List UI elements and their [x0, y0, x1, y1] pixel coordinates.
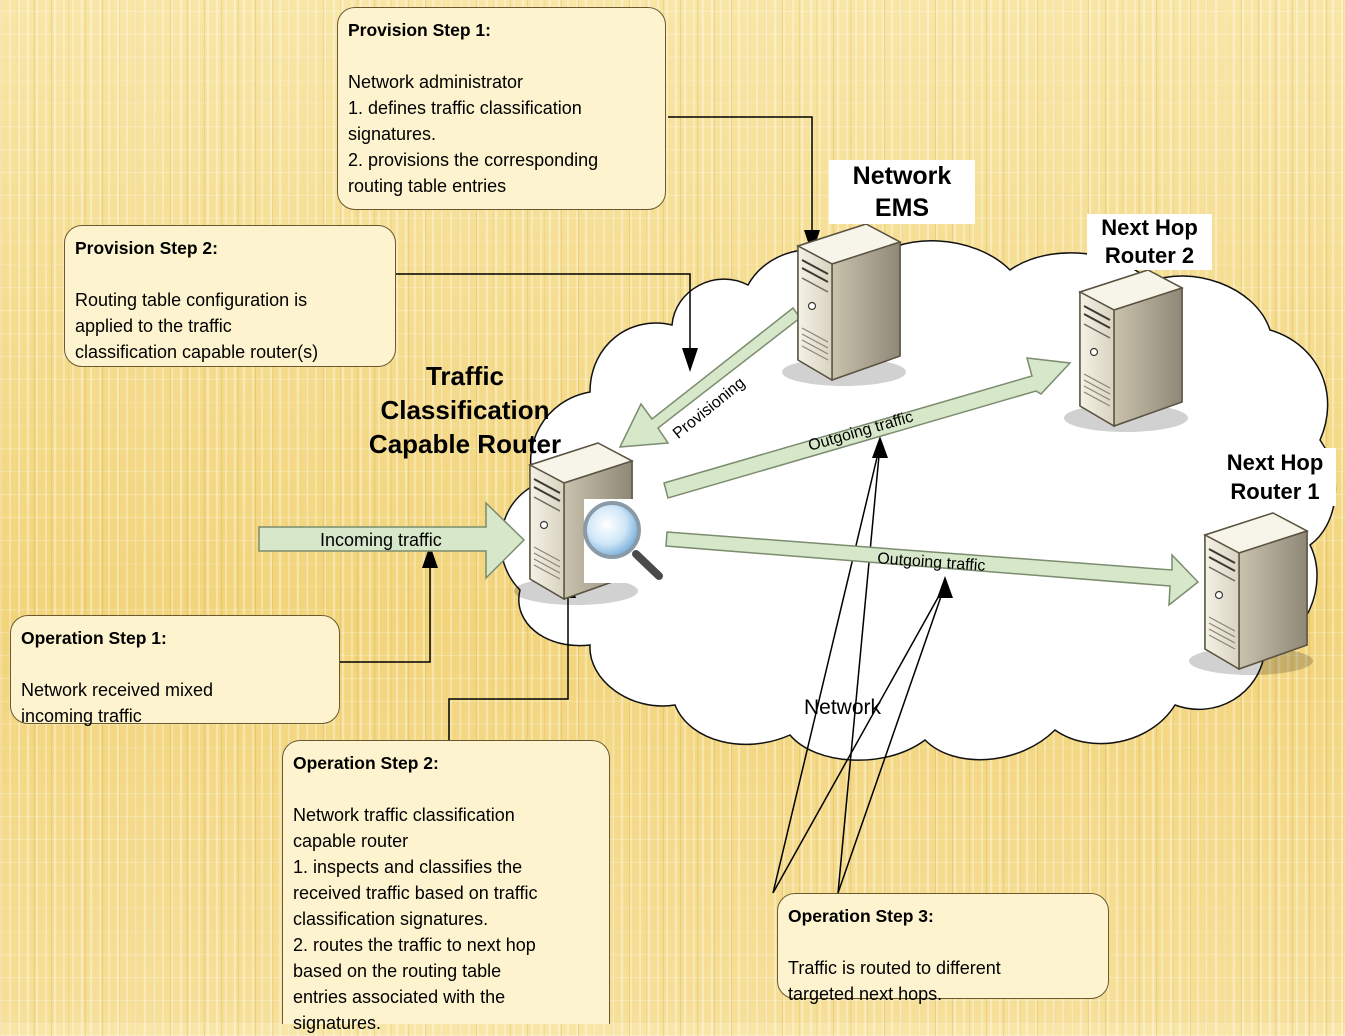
incoming-traffic-arrow — [258, 501, 526, 580]
connector-provision2 — [396, 273, 691, 360]
connector-provision1 — [668, 116, 813, 242]
incoming-traffic-label: Incoming traffic — [320, 530, 442, 550]
outgoing-top-arrow — [663, 357, 1072, 499]
connector-operation3-a — [772, 444, 881, 894]
next-hop-router-1-server-icon — [1188, 512, 1314, 676]
connector-operation2 — [448, 585, 569, 740]
callout-provision-step-2: Provision Step 2: Routing table configur… — [64, 225, 396, 367]
next-hop-router-2-label: Next Hop Router 2 — [1087, 214, 1212, 270]
callout-provision-step-1: Provision Step 1: Network administrator … — [337, 7, 666, 210]
next-hop-router-1-label: Next Hop Router 1 — [1214, 448, 1336, 506]
provisioning-arrow — [618, 306, 802, 448]
traffic-arrows — [258, 306, 1200, 607]
callout-operation-step-1: Operation Step 1: Network received mixed… — [10, 615, 340, 726]
callout-title: Operation Step 1: — [21, 628, 167, 648]
callout-title: Provision Step 2: — [75, 238, 218, 258]
network-label: Network — [804, 696, 882, 719]
callout-title: Provision Step 1: — [348, 20, 491, 40]
connector-operation3-d — [837, 584, 946, 894]
callout-operation-step-2: Operation Step 2: Network traffic classi… — [282, 740, 610, 1033]
callout-operation-step-3: Operation Step 3: Traffic is routed to d… — [777, 893, 1109, 1004]
connector-operation3-c — [772, 584, 946, 894]
connector-operation3-b — [837, 444, 881, 894]
network-ems-label: Network EMS — [829, 160, 975, 224]
traffic-classification-router-label: Traffic Classification Capable Router — [368, 361, 562, 459]
outgoing-bottom-arrow — [665, 531, 1200, 607]
callout-title: Operation Step 2: — [293, 753, 439, 773]
connector-operation1 — [340, 555, 431, 663]
callout-title: Operation Step 3: — [788, 906, 934, 926]
connector-lines — [340, 116, 946, 894]
magnifier-icon — [583, 499, 663, 583]
